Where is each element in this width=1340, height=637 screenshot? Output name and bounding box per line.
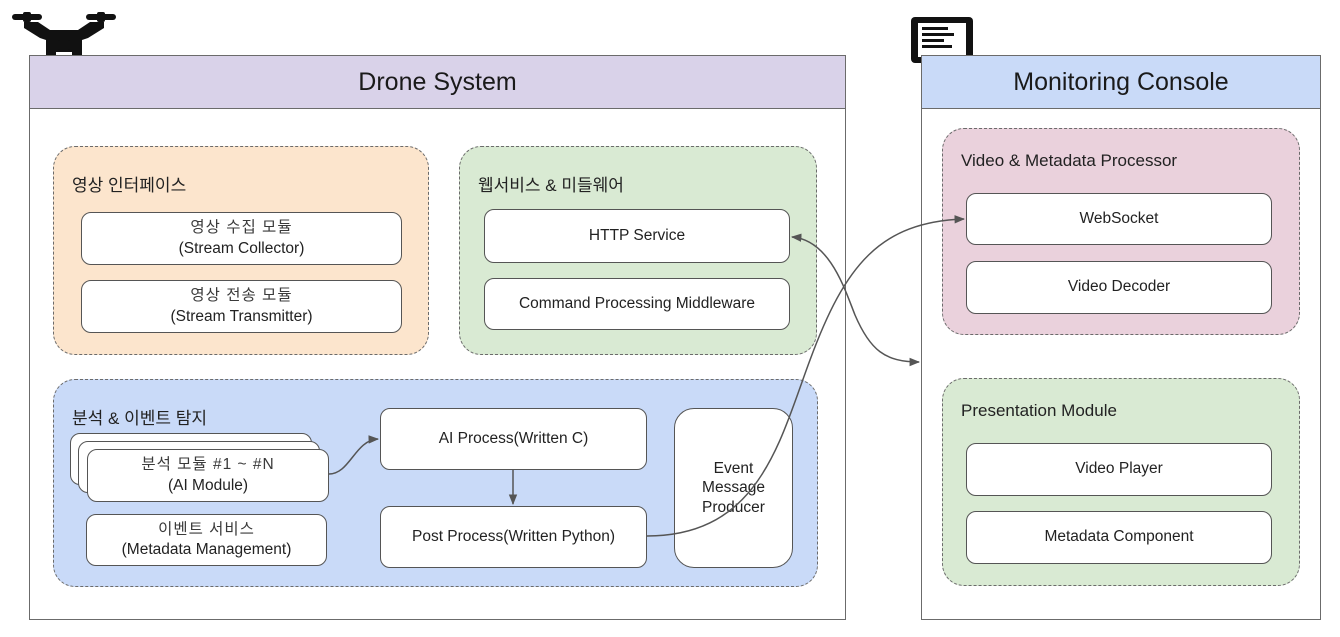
command-middleware-module[interactable]: Command Processing Middleware bbox=[484, 278, 790, 330]
event-producer-line1: Event bbox=[713, 459, 754, 477]
presentation-module-title: Presentation Module bbox=[961, 401, 1117, 420]
event-producer-line3: Producer bbox=[702, 498, 765, 516]
video-interface-title: 영상 인터페이스 bbox=[72, 176, 187, 195]
ai-module-korean: 분석 모듈 #1 ~ #N bbox=[141, 456, 275, 474]
video-player-module[interactable]: Video Player bbox=[966, 443, 1272, 496]
monitor-icon bbox=[911, 17, 973, 76]
stream-collector-korean: 영상 수집 모듈 bbox=[190, 219, 293, 237]
stream-collector-english: (Stream Collector) bbox=[178, 239, 305, 257]
monitoring-console-title: Monitoring Console bbox=[922, 56, 1320, 109]
video-player-label: Video Player bbox=[1075, 460, 1163, 478]
post-process-label: Post Process(Written Python) bbox=[411, 527, 615, 545]
ai-process-label: AI Process(Written C) bbox=[438, 429, 589, 447]
event-service-english: (Metadata Management) bbox=[121, 541, 292, 558]
analysis-event-title: 분석 & 이벤트 탐지 bbox=[72, 409, 207, 428]
http-service-label: HTTP Service bbox=[588, 226, 686, 244]
stream-transmitter-korean: 영상 전송 모듈 bbox=[190, 287, 293, 305]
websocket-label: WebSocket bbox=[1079, 209, 1159, 227]
ai-process-module[interactable]: AI Process(Written C) bbox=[380, 408, 647, 470]
event-message-producer-module[interactable]: Event Message Producer bbox=[674, 408, 793, 568]
command-middleware-label: Command Processing Middleware bbox=[518, 294, 756, 312]
drone-system-title: Drone System bbox=[30, 56, 845, 109]
video-decoder-module[interactable]: Video Decoder bbox=[966, 261, 1272, 314]
event-producer-line2: Message bbox=[702, 479, 765, 497]
web-middleware-title: 웹서비스 & 미들웨어 bbox=[478, 176, 624, 195]
drone-icon bbox=[12, 12, 116, 68]
stream-transmitter-module[interactable]: 영상 전송 모듈 (Stream Transmitter) bbox=[81, 280, 402, 333]
ai-module[interactable]: 분석 모듈 #1 ~ #N (AI Module) bbox=[87, 449, 329, 502]
post-process-module[interactable]: Post Process(Written Python) bbox=[380, 506, 647, 568]
metadata-component-label: Metadata Component bbox=[1044, 528, 1194, 546]
ai-module-english: (AI Module) bbox=[167, 476, 249, 494]
metadata-component-module[interactable]: Metadata Component bbox=[966, 511, 1272, 564]
stream-collector-module[interactable]: 영상 수집 모듈 (Stream Collector) bbox=[81, 212, 402, 265]
video-metadata-processor-title: Video & Metadata Processor bbox=[961, 151, 1178, 170]
websocket-module[interactable]: WebSocket bbox=[966, 193, 1272, 245]
event-service-module[interactable]: 이벤트 서비스 (Metadata Management) bbox=[86, 514, 327, 566]
event-service-korean: 이벤트 서비스 bbox=[158, 520, 255, 538]
video-decoder-label: Video Decoder bbox=[1067, 278, 1171, 296]
http-service-module[interactable]: HTTP Service bbox=[484, 209, 790, 263]
stream-transmitter-english: (Stream Transmitter) bbox=[170, 307, 313, 325]
